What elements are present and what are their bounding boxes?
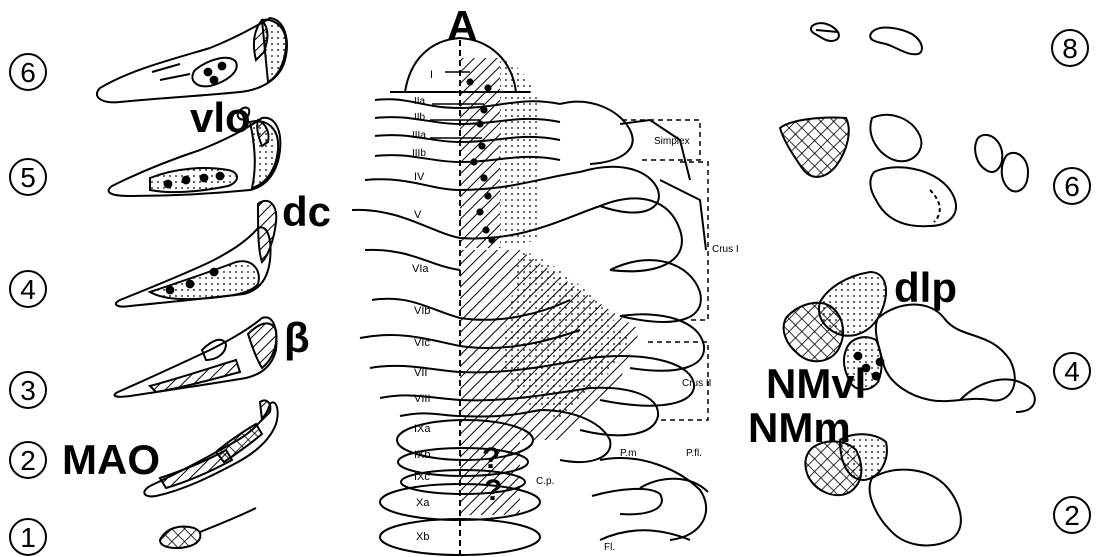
right-number-6: 6 [1064, 171, 1080, 202]
left-number-6: 6 [20, 57, 36, 88]
zone-dotted-upper [500, 58, 540, 248]
lobule-IIa: IIa [414, 96, 426, 107]
left-number-1: 1 [20, 522, 36, 553]
olive-section-4 [116, 201, 276, 307]
label-crus2: Crus II [682, 378, 711, 389]
label-fl: Fl. [604, 542, 615, 553]
lobule-IIIa: IIIa [412, 130, 426, 141]
lobule-Xa: Xa [416, 497, 430, 509]
olive-section-1 [160, 508, 256, 548]
label-crus1: Crus I [712, 244, 739, 255]
lobule-VIa: VIa [412, 263, 429, 275]
olive-section-2 [144, 400, 277, 496]
label-cp: C.p. [536, 476, 554, 487]
olive-section-3 [114, 317, 276, 396]
right-number-2: 2 [1064, 500, 1080, 531]
left-number-5: 5 [20, 162, 36, 193]
question-mark-upper: ? [482, 442, 500, 475]
lobule-I: I [430, 69, 433, 81]
right-number-8: 8 [1062, 33, 1078, 64]
zone-hatched-upper [460, 58, 500, 248]
left-number-3: 3 [20, 375, 36, 406]
right-number-4: 4 [1064, 356, 1080, 387]
label-dlp: dlp [894, 264, 957, 311]
lobule-IV: IV [414, 171, 425, 183]
left-number-2: 2 [20, 445, 36, 476]
left-number-4: 4 [20, 274, 36, 305]
lobule-VIb: VIb [414, 305, 431, 317]
label-nmm: NMm [748, 404, 851, 451]
cerebellum-map [352, 38, 708, 557]
label-dc: dc [282, 188, 331, 235]
lobule-IIb: IIb [414, 112, 426, 123]
lobule-IXb: IXb [414, 449, 431, 461]
lobule-Xb: Xb [416, 531, 429, 543]
label-pm: P.m [620, 448, 637, 459]
label-mao: MAO [62, 436, 160, 483]
right-section-numbers: 8 6 4 2 [1052, 30, 1090, 533]
lobule-IXa: IXa [414, 423, 431, 435]
lobule-IXc: IXc [414, 471, 430, 483]
label-nmvl: NMvl [766, 360, 866, 407]
lobule-VIc: VIc [414, 337, 430, 349]
label-pfl: P.fl. [686, 448, 702, 459]
left-section-numbers: 6 5 4 3 2 1 [10, 54, 46, 555]
panel-letter: A [447, 2, 477, 49]
lobule-VIII: VIII [414, 393, 431, 405]
lobule-IIIb: IIIb [412, 148, 426, 159]
olive-section-6 [97, 18, 287, 102]
label-vlo: vlo [190, 94, 251, 141]
question-mark-lower: ? [484, 474, 502, 507]
lobule-V: V [414, 209, 422, 221]
label-simplex: Simplex [654, 136, 690, 147]
label-beta: β [284, 314, 310, 361]
lobule-VII: VII [414, 367, 427, 379]
